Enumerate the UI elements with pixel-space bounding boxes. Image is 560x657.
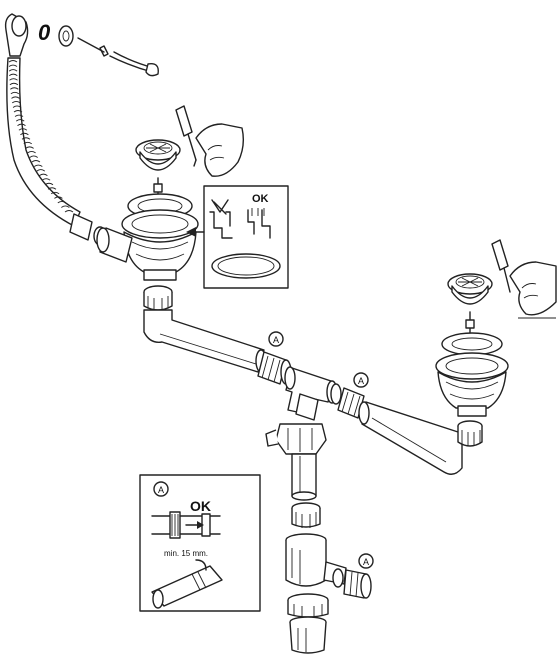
hose-rib <box>36 169 46 172</box>
detail-min-length-label: min. 15 mm. <box>164 549 208 558</box>
corrugated-hose <box>6 57 81 227</box>
hose-rib <box>25 146 34 149</box>
left-strainer-basket <box>135 139 181 171</box>
hose-rib <box>34 164 43 167</box>
center-tee-fitting <box>284 366 338 421</box>
detail-a-letter: A <box>158 485 164 495</box>
inset-wrong-orientation <box>209 199 233 239</box>
detail-ok-label: OK <box>190 498 211 514</box>
trap-cup <box>289 616 327 654</box>
trap-bottom-nut <box>287 593 329 618</box>
hose-rib <box>9 82 19 86</box>
hose-rib <box>8 60 18 63</box>
left-horizontal-pipe <box>143 309 267 373</box>
detail-pipe-joint <box>151 511 221 539</box>
callout-a-trap-letter: A <box>363 557 369 567</box>
hose-rib <box>11 96 20 99</box>
hose-rib <box>27 150 36 154</box>
overflow-cover-disc <box>58 25 74 47</box>
tee-nut-and-washer <box>265 423 327 455</box>
inset-ok-label: OK <box>252 193 269 205</box>
left-overflow-arm <box>96 227 133 263</box>
tee-right-slip-nut <box>330 383 365 419</box>
hose-rib <box>20 132 29 136</box>
trap-side-ring <box>332 568 344 588</box>
callout-a-right: A <box>353 372 369 388</box>
hose-rib <box>14 114 24 117</box>
left-slip-nut <box>143 285 173 311</box>
hose-rib <box>61 205 70 208</box>
hose-rib <box>50 191 60 195</box>
hose-rib <box>57 200 67 204</box>
callout-a-trap: A <box>358 553 374 569</box>
hose-rib <box>17 123 26 127</box>
hose-rib <box>31 160 41 163</box>
hose-rib <box>18 128 28 131</box>
left-strainer-body <box>121 193 199 281</box>
overflow-screw <box>77 37 159 77</box>
ring-marker-label: 0 <box>38 20 51 45</box>
hose-rib <box>10 91 20 95</box>
hose-rib <box>29 155 38 158</box>
right-slip-nut <box>457 420 483 447</box>
inset-seal-ring <box>211 253 281 279</box>
hose-rib <box>21 137 31 140</box>
vertical-drop-pipe <box>291 453 317 501</box>
overflow-outlet <box>4 13 29 57</box>
hose-rib <box>9 73 18 77</box>
right-screwdriver <box>491 239 511 293</box>
hose-rib <box>23 141 33 145</box>
seal-orientation-inset: OK <box>203 185 289 289</box>
hose-rib <box>13 110 23 113</box>
hose-rib <box>10 87 19 90</box>
hose-rib <box>12 105 22 108</box>
hose-rib <box>54 196 63 199</box>
right-horizontal-pipe <box>358 401 463 475</box>
hose-rib <box>39 173 48 177</box>
trap-side-nut <box>343 569 372 599</box>
detail-pipe-cut <box>151 559 223 609</box>
inset-correct-orientation <box>247 208 271 239</box>
right-strainer-basket <box>447 273 493 305</box>
hose-rib <box>47 187 57 190</box>
hose-rib <box>15 119 25 122</box>
left-hand <box>195 123 245 177</box>
inset-pointer-arrow <box>186 227 205 237</box>
left-screwdriver <box>175 105 197 167</box>
hose-rib <box>64 210 74 213</box>
hose-rib <box>9 78 18 81</box>
callout-a-right-letter: A <box>358 376 364 386</box>
hose-rib <box>41 178 51 181</box>
detail-a-box: A OK min. 15 mm. <box>139 474 261 612</box>
hose-rib <box>8 69 18 72</box>
hose-rib <box>11 100 21 104</box>
trap-slip-nut <box>291 502 321 528</box>
detail-insert-arrow <box>185 521 204 529</box>
right-hand <box>509 261 557 319</box>
hose-rib <box>44 182 54 186</box>
right-strainer-screw <box>465 311 475 335</box>
callout-a-left-letter: A <box>273 335 279 345</box>
right-strainer-body <box>435 332 509 417</box>
callout-a-left: A <box>268 331 284 347</box>
hose-rib <box>8 64 18 67</box>
